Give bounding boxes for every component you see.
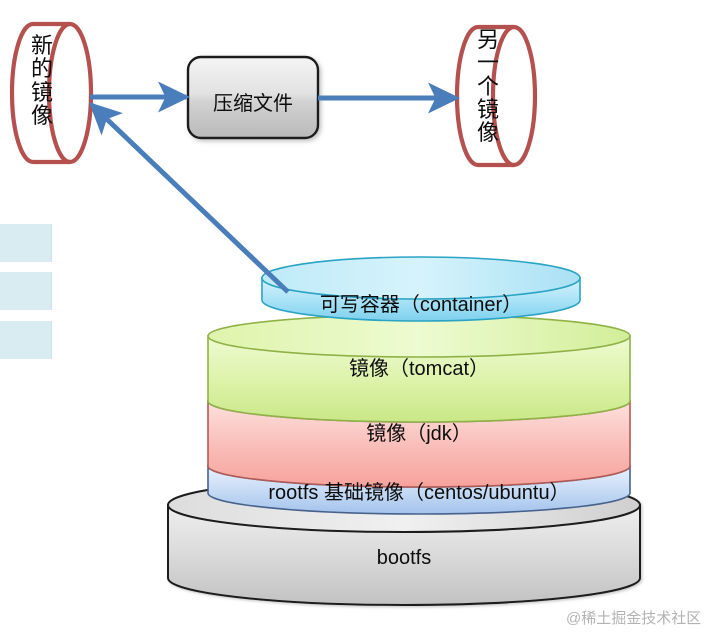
container-cylinder-shape: [261, 256, 581, 322]
arrow-container-to-new-image-shape: [89, 102, 290, 294]
new-image-cylinder-shape: [9, 21, 94, 165]
new-image-label-line-4: 像: [30, 102, 53, 128]
new-image-label-line-1: 新: [30, 33, 53, 58]
bootfs-layer-label: bootfs: [376, 547, 432, 569]
another-image-label-line-5: 像: [476, 120, 499, 146]
another-image-cylinder-shape: [454, 24, 538, 168]
watermark: @稀土掘金技术社区: [566, 610, 702, 627]
another-image-label-line-4: 镜: [476, 96, 499, 122]
side-decoration-box-1: [0, 224, 52, 262]
another-image-label-line-1: 另: [476, 27, 499, 52]
new-image-label: 新 的 镜 像: [22, 33, 62, 128]
another-image-label-line-2: 一: [476, 50, 499, 76]
rootfs-layer-label: rootfs 基础镜像（centos/ubuntu）: [268, 482, 570, 504]
jdk-layer-label: 镜像（jdk）: [366, 423, 472, 445]
new-image-label-line-2: 的: [30, 56, 53, 82]
side-decoration-box-2: [0, 272, 52, 310]
tomcat-layer-label: 镜像（tomcat）: [348, 358, 490, 380]
side-decoration-box-3: [0, 321, 52, 359]
compressed-file-label: 压缩文件: [213, 93, 293, 115]
another-image-label-line-3: 个: [476, 73, 499, 99]
container-layer-label: 可写容器（container）: [319, 294, 523, 316]
tomcat-cylinder-shape: [207, 314, 631, 423]
another-image-label: 另 一 个 镜 像: [468, 28, 508, 145]
new-image-label-line-3: 镜: [30, 79, 53, 105]
